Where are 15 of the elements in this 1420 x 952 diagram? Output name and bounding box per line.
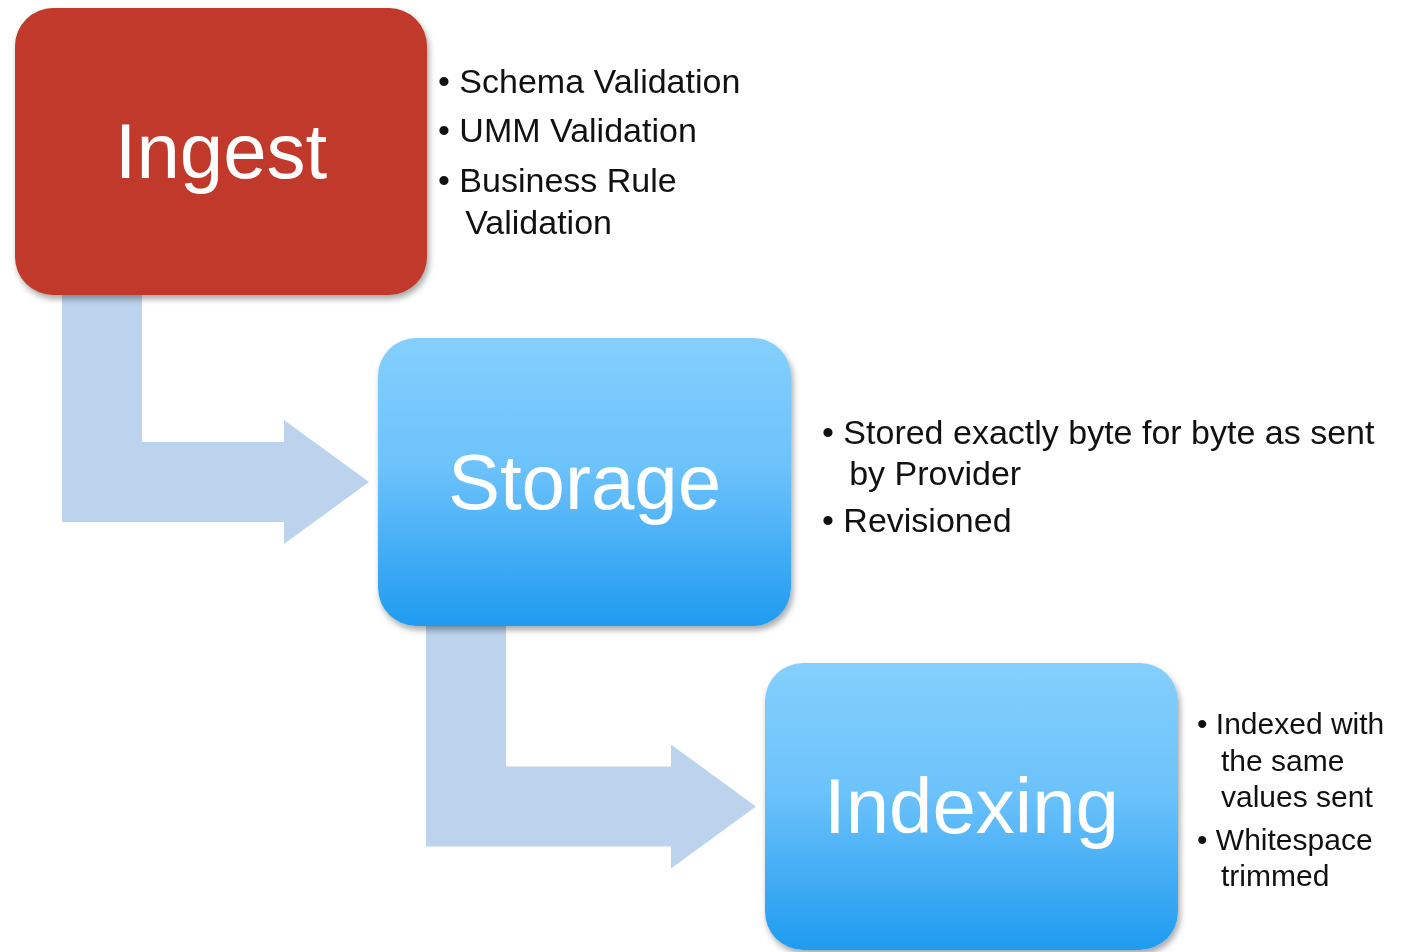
bullet-item: • Stored exactly byte for byte as sent by Provider [822,412,1376,494]
stage-title: Ingest [114,106,328,197]
bent-arrow [426,626,756,869]
stage-title: Storage [447,436,722,528]
bullet-item: • Indexed with the same values sent [1197,706,1386,816]
stage-title: Indexing [824,761,1119,852]
process-box [378,338,791,626]
bullet-item: • Schema Validation [438,61,742,102]
bullet-item: • UMM Validation [438,110,698,152]
bullet-item: • Whitespace trimmed [1197,821,1374,895]
bullet-item: • Business Rule Validation [438,159,678,244]
process-box [765,663,1178,950]
bent-arrow [62,295,369,544]
bullet-item: • Revisioned [822,500,1013,542]
process-box [15,8,427,295]
